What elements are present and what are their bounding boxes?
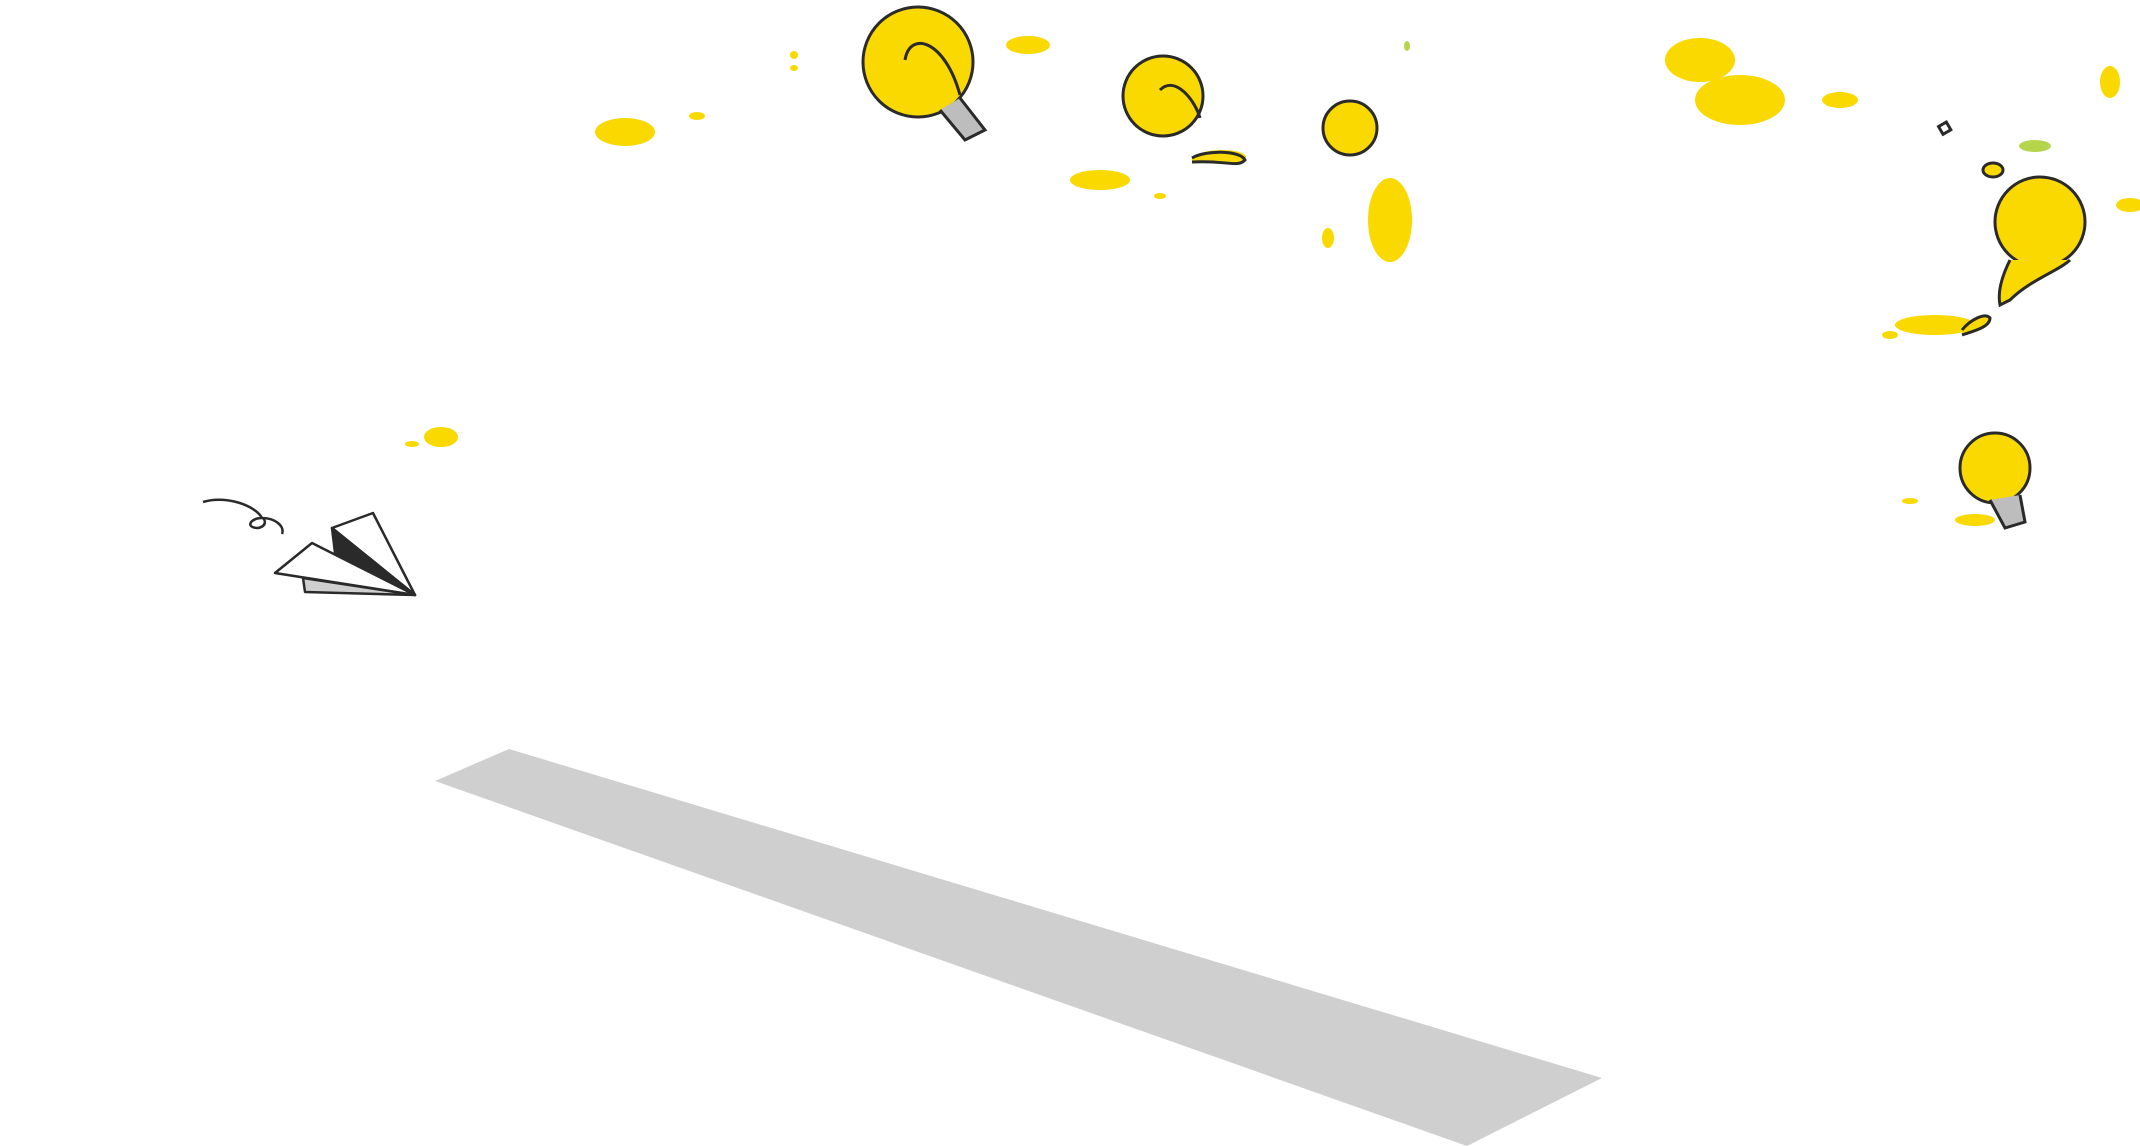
lightbulb-icon [1121, 54, 1247, 166]
lightbulb-icon [1960, 161, 2087, 337]
lightbulb-icon [1958, 431, 2032, 530]
shadow-shape [435, 749, 1602, 1146]
small-diamond-icon [1936, 119, 1953, 137]
paper-plane-icon [202, 498, 417, 597]
paint-splashes [405, 36, 2140, 526]
green-splashes [1404, 41, 2051, 152]
lightbulb-icon [861, 5, 988, 142]
lightbulb-icon [1321, 99, 1379, 157]
